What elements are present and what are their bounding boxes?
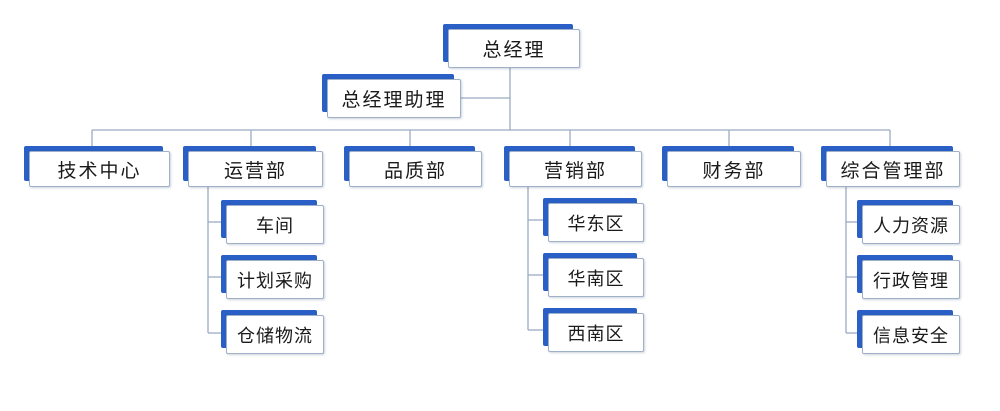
node-admin-unit-label: 信息安全 bbox=[862, 315, 960, 354]
node-dept-admin: 综合管理部 bbox=[821, 146, 960, 187]
node-dept-marketing: 营销部 bbox=[504, 146, 642, 187]
node-marketing-unit-label: 西南区 bbox=[548, 313, 644, 352]
node-assistant: 总经理助理 bbox=[322, 74, 461, 118]
node-admin-unit: 行政管理 bbox=[857, 255, 960, 299]
node-dept-tech: 技术中心 bbox=[24, 146, 170, 187]
node-admin-unit-label: 行政管理 bbox=[862, 260, 960, 299]
node-dept-operations: 运营部 bbox=[183, 146, 323, 187]
node-marketing-unit: 华南区 bbox=[543, 253, 644, 297]
node-marketing-unit: 西南区 bbox=[543, 308, 644, 352]
node-marketing-unit: 华东区 bbox=[543, 198, 644, 242]
node-assistant-label: 总经理助理 bbox=[327, 79, 461, 118]
node-operations-unit: 仓储物流 bbox=[221, 310, 324, 354]
node-marketing-unit-label: 华南区 bbox=[548, 258, 644, 297]
node-ceo: 总经理 bbox=[443, 24, 580, 68]
node-dept-finance-label: 财务部 bbox=[667, 151, 801, 187]
node-operations-unit: 车间 bbox=[221, 200, 324, 244]
node-admin-unit: 人力资源 bbox=[857, 200, 960, 244]
node-marketing-unit-label: 华东区 bbox=[548, 203, 644, 242]
node-operations-unit-label: 仓储物流 bbox=[226, 315, 324, 354]
node-dept-admin-label: 综合管理部 bbox=[826, 151, 960, 187]
node-ceo-label: 总经理 bbox=[448, 29, 580, 68]
node-dept-quality: 品质部 bbox=[344, 146, 482, 187]
node-dept-quality-label: 品质部 bbox=[349, 151, 482, 187]
node-operations-unit-label: 车间 bbox=[226, 205, 324, 244]
node-admin-unit-label: 人力资源 bbox=[862, 205, 960, 244]
node-dept-operations-label: 运营部 bbox=[188, 151, 323, 187]
node-dept-marketing-label: 营销部 bbox=[509, 151, 642, 187]
node-operations-unit-label: 计划采购 bbox=[226, 260, 324, 299]
node-dept-finance: 财务部 bbox=[662, 146, 801, 187]
node-dept-tech-label: 技术中心 bbox=[29, 151, 170, 187]
node-admin-unit: 信息安全 bbox=[857, 310, 960, 354]
node-operations-unit: 计划采购 bbox=[221, 255, 324, 299]
